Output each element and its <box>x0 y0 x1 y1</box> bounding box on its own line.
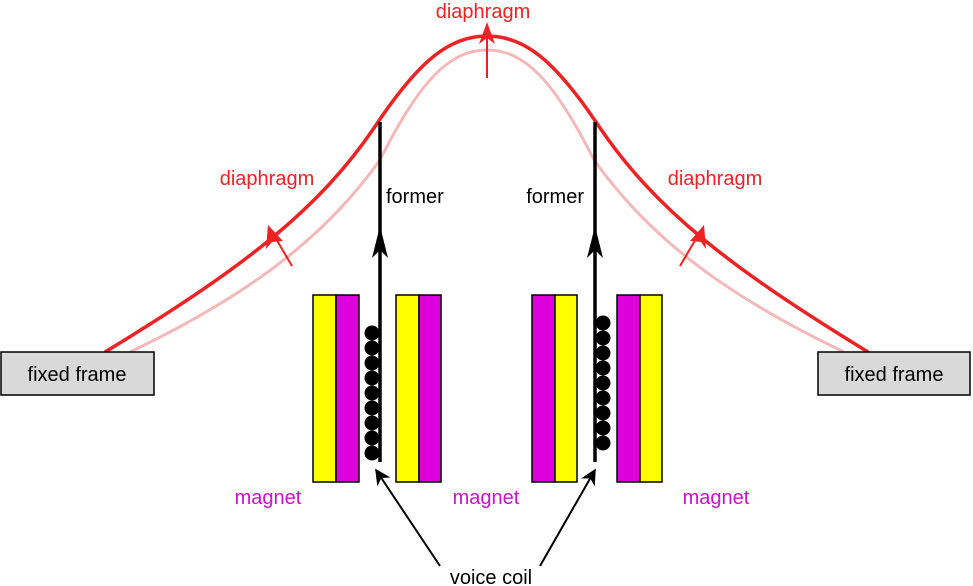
magnet-pole-yellow <box>554 294 578 483</box>
magnet-pole-yellow <box>312 294 337 483</box>
magnet-pole-magenta <box>335 294 360 483</box>
magnet-left-label: magnet <box>235 487 302 509</box>
displacement-arrow-left <box>266 225 293 267</box>
fixed-frame-left-label: fixed frame <box>28 364 127 386</box>
voice-coil-label: voice coil <box>450 567 532 586</box>
former-left <box>372 122 388 462</box>
magnet-pole-magenta <box>616 294 641 483</box>
fixed-frame-left <box>0 351 155 396</box>
diaphragm-rest-curve <box>129 48 845 354</box>
voice-coil-right <box>595 315 611 451</box>
former-right-label: former <box>526 186 584 208</box>
voice-coil-pointer-right <box>539 468 596 567</box>
fixed-frame-right <box>817 351 971 396</box>
voice-coil-pointer-left <box>375 468 441 567</box>
magnet-right-label: magnet <box>683 487 750 509</box>
voice-coil-left <box>364 325 380 461</box>
displacement-arrow-top <box>479 22 495 78</box>
fixed-frame-right-label: fixed frame <box>845 364 944 386</box>
former-left-label: former <box>386 186 444 208</box>
magnet-pole-magenta <box>418 294 442 483</box>
magnet-pole-yellow <box>639 294 663 483</box>
diaphragm-left-label: diaphragm <box>220 168 315 190</box>
magnet-pole-yellow <box>395 294 420 483</box>
diaphragm-right-label: diaphragm <box>668 168 763 190</box>
displacement-arrow-right <box>679 225 706 267</box>
magnet-pole-magenta <box>531 294 556 483</box>
magnet-center-label: magnet <box>453 487 520 509</box>
diaphragm-top-label: diaphragm <box>436 1 531 23</box>
former-right <box>587 122 603 462</box>
